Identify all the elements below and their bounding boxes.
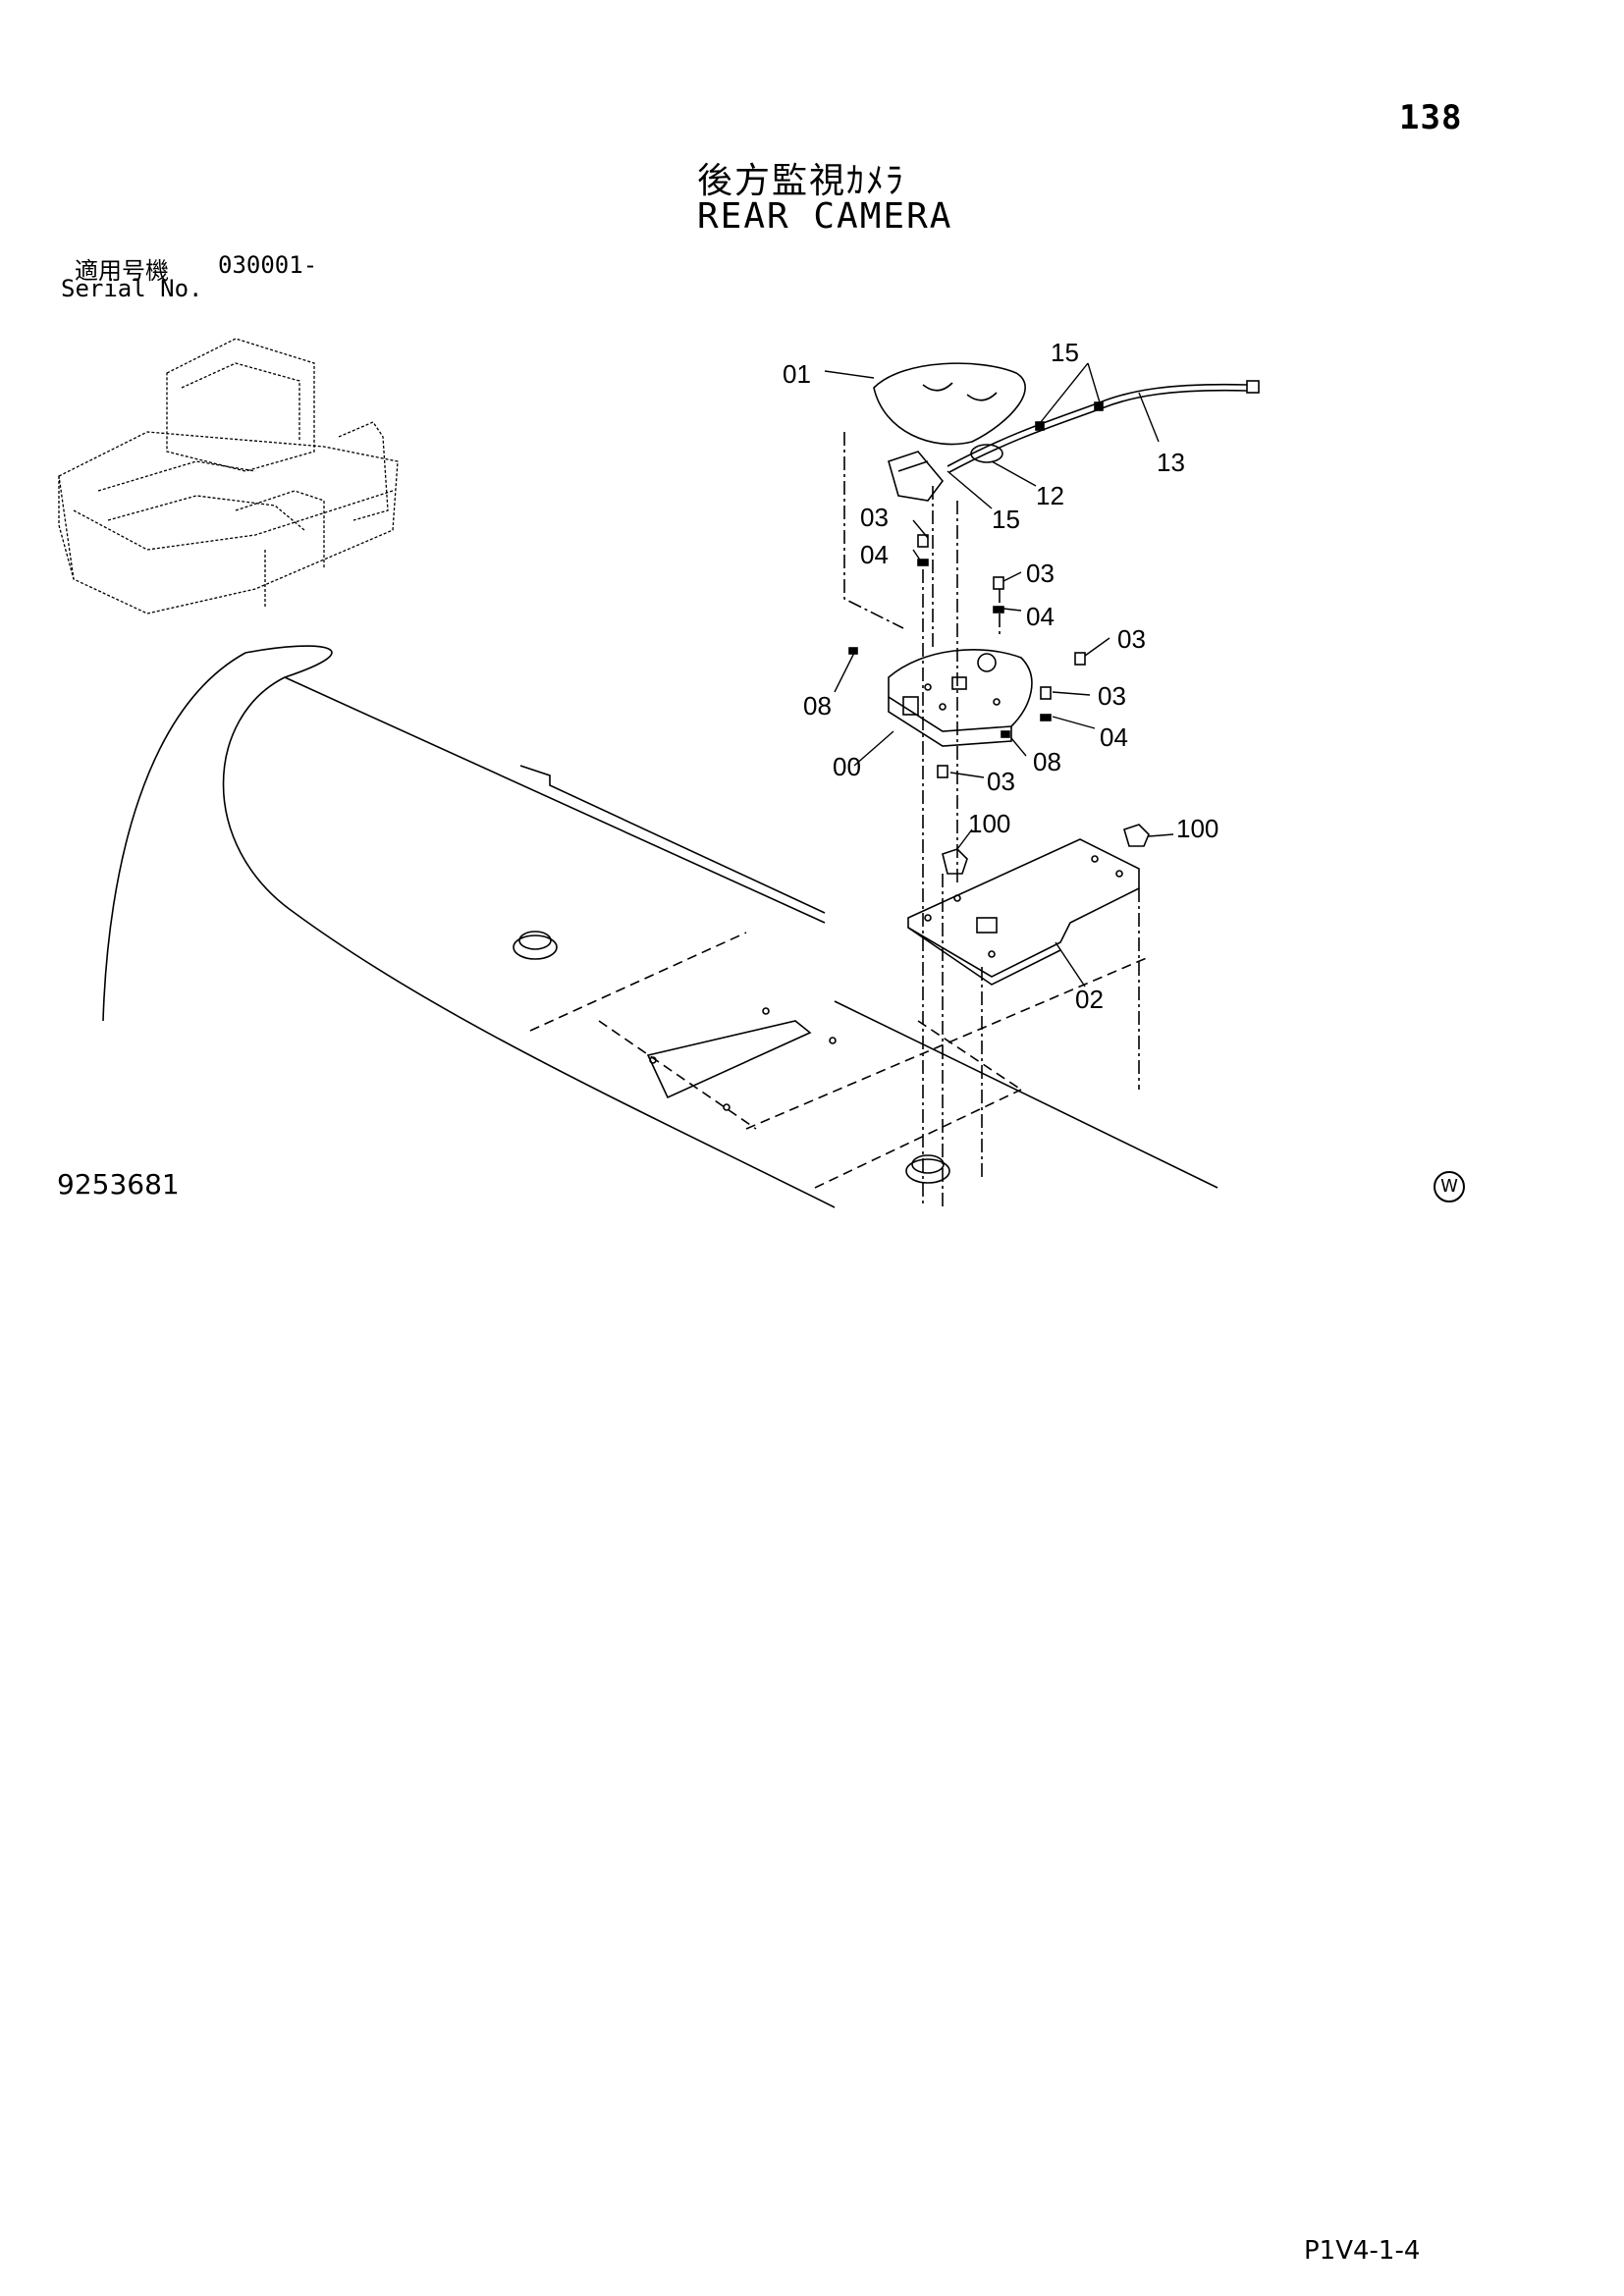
- callout-15: 15: [1051, 338, 1079, 367]
- callout-04: 04: [1026, 602, 1055, 631]
- callout-00: 00: [833, 752, 861, 781]
- callout-02: 02: [1075, 985, 1104, 1014]
- callout-03: 03: [1026, 559, 1055, 588]
- assembly-guide-lines: [843, 432, 1140, 1207]
- page-title-en: REAR CAMERA: [697, 196, 953, 237]
- page-number: 138: [1399, 98, 1463, 137]
- camera-bracket: [888, 649, 1033, 747]
- camera-body: [888, 444, 1003, 502]
- excavator-thumbnail-icon: [58, 338, 399, 614]
- callout-12: 12: [1036, 481, 1064, 510]
- page-title-ja: 後方監視ｶﾒﾗ: [697, 161, 906, 201]
- callout-03: 03: [1117, 624, 1146, 654]
- callout-100: 100: [968, 809, 1010, 838]
- camera-cover: [873, 362, 1026, 446]
- callout-04: 04: [860, 540, 889, 569]
- callout-03: 03: [1098, 681, 1126, 711]
- document-code: P1V4-1-4: [1304, 2236, 1421, 2266]
- counterweight-outline: [102, 645, 1218, 1208]
- callout-100: 100: [1176, 814, 1218, 843]
- callout-03: 03: [987, 767, 1015, 796]
- circled-w-icon: W: [1434, 1171, 1465, 1202]
- callout-03: 03: [860, 503, 889, 532]
- callout-04: 04: [1100, 722, 1128, 752]
- hardware-fasteners: [848, 534, 1150, 875]
- callout-08: 08: [1033, 747, 1061, 776]
- callout-13: 13: [1157, 448, 1185, 477]
- mounting-plate: [907, 838, 1140, 986]
- serial-label-en: Serial No.: [61, 275, 203, 302]
- callout-15: 15: [992, 505, 1020, 534]
- callout-08: 08: [803, 691, 832, 721]
- leader-lines: [824, 362, 1174, 988]
- drawing-number: 9253681: [57, 1168, 180, 1201]
- serial-value: 030001-: [218, 251, 318, 279]
- callout-01: 01: [783, 359, 811, 389]
- serial-label-ja: 適用号機: [75, 257, 169, 285]
